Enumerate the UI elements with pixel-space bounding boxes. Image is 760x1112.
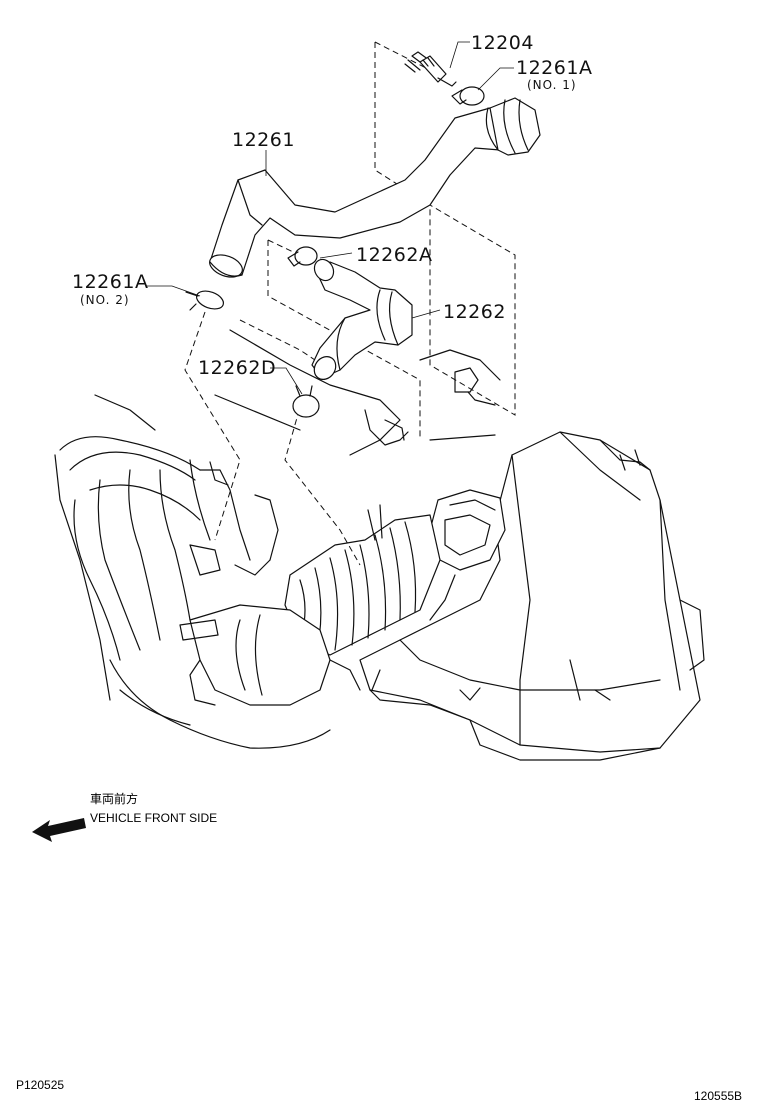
hose-clip-12262a <box>287 246 318 267</box>
label-12204: 12204 <box>471 32 534 54</box>
part-labels: 12204 12261A (NO. 1) 12261 12262A 12261A… <box>72 32 592 379</box>
label-12262a: 12262A <box>356 244 432 266</box>
hose-clip-12261a-no2 <box>185 290 225 311</box>
hose-clip-12262d <box>292 385 320 418</box>
ventilation-hose-12261 <box>209 97 541 278</box>
ventilation-hose-12262 <box>311 258 413 380</box>
vehicle-front-japanese: 車両前方 <box>90 791 138 806</box>
footer-left-code: P120525 <box>16 1078 64 1092</box>
vehicle-front-english: VEHICLE FRONT SIDE <box>90 811 217 825</box>
leader-lines <box>146 41 514 395</box>
hose-clip-12261a-no1 <box>451 86 485 106</box>
label-12261a-no2-sub: (NO. 2) <box>80 293 130 307</box>
label-12262: 12262 <box>443 301 506 323</box>
engine-assembly-drawing <box>54 329 705 761</box>
label-12261: 12261 <box>232 129 295 151</box>
pcv-valve-12204 <box>404 51 457 87</box>
label-12261a-no2: 12261A <box>72 271 148 293</box>
label-12262d: 12262D <box>198 357 276 379</box>
vehicle-front-indicator: 車両前方 VEHICLE FRONT SIDE <box>32 791 217 842</box>
label-12261a-no1-sub: (NO. 1) <box>527 78 577 92</box>
front-direction-arrow-icon <box>32 818 86 842</box>
label-12261a-no1: 12261A <box>516 57 592 79</box>
footer-right-code: 120555B <box>694 1089 742 1103</box>
